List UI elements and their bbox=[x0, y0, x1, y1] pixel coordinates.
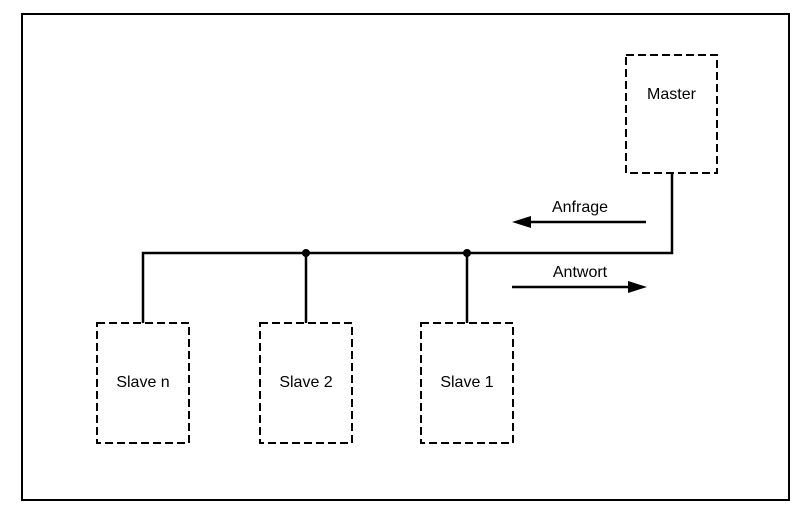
junction-dot-slave-1 bbox=[463, 249, 471, 257]
outer-frame bbox=[21, 13, 790, 501]
response-arrow-label: Antwort bbox=[552, 264, 608, 281]
master-box bbox=[625, 54, 718, 174]
junction-dot-slave-2 bbox=[302, 249, 310, 257]
slave-1-label: Slave 1 bbox=[440, 374, 494, 391]
request-arrow-label: Anfrage bbox=[551, 199, 609, 216]
slave-2-box bbox=[259, 322, 353, 444]
response-arrow bbox=[512, 281, 647, 293]
request-arrow bbox=[512, 216, 646, 228]
slave-n-box bbox=[96, 322, 190, 444]
bus-line bbox=[141, 173, 674, 323]
slave-n-label: Slave n bbox=[116, 374, 170, 391]
slave-1-box bbox=[420, 322, 514, 444]
slave-2-label: Slave 2 bbox=[279, 374, 333, 391]
response-arrowhead-right-icon bbox=[628, 281, 647, 293]
master-label: Master bbox=[647, 86, 696, 103]
request-arrowhead-left-icon bbox=[512, 216, 531, 228]
